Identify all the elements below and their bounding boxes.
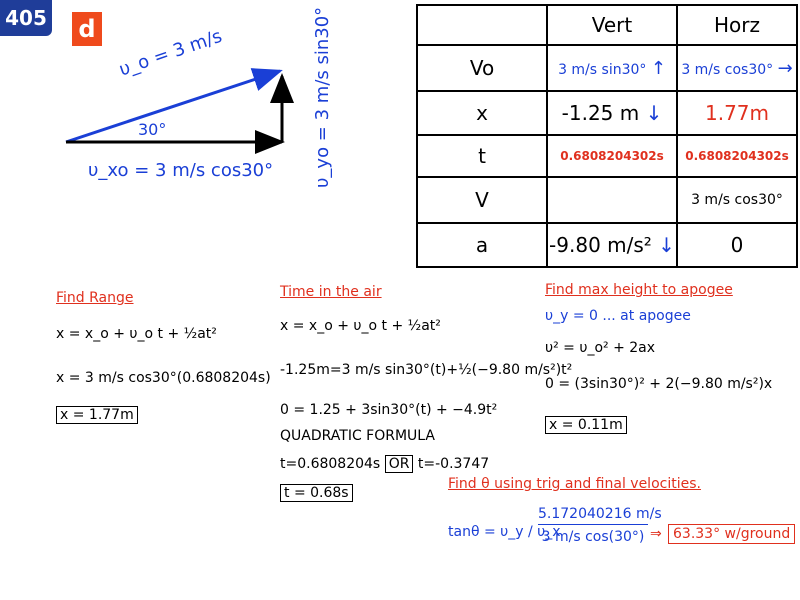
col-header-horz: Horz [676, 4, 798, 46]
cell-vo-horz: 3 m/s cos30° → [676, 44, 798, 92]
cell-v-horz: 3 m/s cos30° [676, 176, 798, 224]
table-row: Vo 3 m/s sin30° ↑ 3 m/s cos30° → [416, 44, 798, 92]
implies-arrow: ⇒ [650, 526, 662, 542]
table-row: t 0.6808204302s 0.6808204302s [416, 134, 798, 178]
table-row: a -9.80 m/s² ↓ 0 [416, 222, 798, 268]
row-label: V [416, 176, 548, 224]
angle-label: 30° [138, 120, 167, 139]
angle-title: Find θ using trig and final velocities. [448, 476, 701, 492]
time-eq2: -1.25m=3 m/s sin30°(t)+½(−9.80 m/s²)t² [280, 362, 573, 378]
time-title: Time in the air [280, 284, 382, 300]
cell-x-horz: 1.77m [676, 90, 798, 136]
col-header-vert: Vert [546, 4, 678, 46]
cell-a-horz: 0 [676, 222, 798, 268]
time-eq3: 0 = 1.25 + 3sin30°(t) + −4.9t² [280, 402, 498, 418]
height-title: Find max height to apogee [545, 282, 733, 298]
angle-fraction: 5.172040216 m/s 3 m/s cos(30°) [538, 506, 662, 545]
range-eq2: x = 3 m/s cos30°(0.6808204s) [56, 370, 271, 386]
range-title: Find Range [56, 290, 134, 306]
cell-vo-vert: 3 m/s sin30° ↑ [546, 44, 678, 92]
cell-x-vert: -1.25 m ↓ [546, 90, 678, 136]
time-result: t = 0.68s [280, 484, 353, 502]
velocity-vector-diagram [65, 68, 294, 154]
angle-lhs: tanθ = υ_y / υ_x [448, 524, 561, 540]
angle-denominator: 3 m/s cos(30°) [541, 529, 645, 545]
time-solutions: t=0.6808204s OR t=-0.3747 [280, 455, 490, 473]
vertical-component-label: υ_yo = 3 m/s sin30° [312, 6, 333, 188]
table-row: V 3 m/s cos30° [416, 176, 798, 224]
height-eq1: υ² = υ_o² + 2ax [545, 340, 656, 356]
height-condition: υ_y = 0 ... at apogee [545, 308, 691, 324]
angle-result: 63.33° w/ground [668, 524, 796, 544]
problem-number-badge: 405 [0, 0, 52, 36]
range-result: x = 1.77m [56, 406, 138, 424]
row-label: a [416, 222, 548, 268]
range-eq1: x = x_o + υ_o t + ½at² [56, 326, 217, 342]
table-corner [416, 4, 548, 46]
height-eq2: 0 = (3sin30°)² + 2(−9.80 m/s²)x [545, 376, 773, 392]
cell-t-horz: 0.6808204302s [676, 134, 798, 178]
horizontal-component-label: υ_xo = 3 m/s cos30° [88, 160, 274, 181]
cell-a-vert: -9.80 m/s² ↓ [546, 222, 678, 268]
cell-t-vert: 0.6808204302s [546, 134, 678, 178]
cell-v-vert [546, 176, 678, 224]
part-letter-badge: d [72, 12, 102, 46]
row-label: t [416, 134, 548, 178]
kinematics-table: Vert Horz Vo 3 m/s sin30° ↑ 3 m/s cos30°… [416, 4, 798, 268]
row-label: x [416, 90, 548, 136]
row-label: Vo [416, 44, 548, 92]
initial-velocity-vector [65, 68, 283, 144]
time-eq1: x = x_o + υ_o t + ½at² [280, 318, 441, 334]
height-result: x = 0.11m [545, 416, 627, 434]
quadratic-formula-label: QUADRATIC FORMULA [280, 428, 436, 444]
angle-numerator: 5.172040216 m/s [538, 506, 662, 525]
table-row: x -1.25 m ↓ 1.77m [416, 90, 798, 136]
